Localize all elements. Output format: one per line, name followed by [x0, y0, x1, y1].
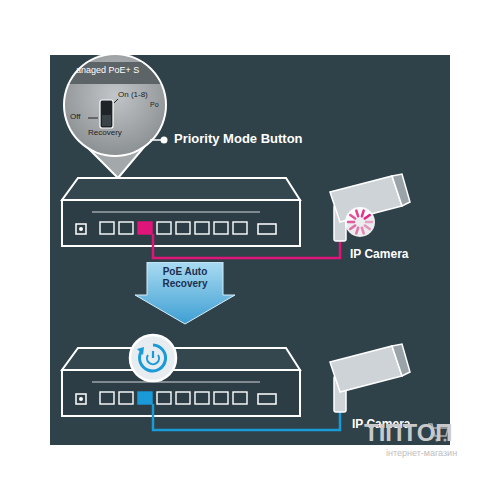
ethernet-port	[195, 222, 209, 234]
zoom-lens	[60, 53, 180, 157]
poe-switch	[62, 178, 300, 246]
ethernet-port	[176, 392, 190, 404]
spinner-dash	[365, 226, 370, 230]
switch-position-label: Recovery	[88, 129, 122, 138]
ip-camera-recovered	[330, 344, 410, 412]
spinner-dash	[350, 215, 355, 219]
leader-line	[150, 139, 162, 141]
watermark: ТІПТОП	[364, 420, 453, 446]
ethernet-port	[100, 392, 114, 404]
spinner-dash	[348, 221, 354, 224]
arrow-label: PoE Auto Recovery	[135, 262, 235, 289]
ethernet-port	[233, 222, 247, 234]
ethernet-port	[214, 392, 228, 404]
ethernet-port	[119, 222, 133, 234]
ethernet-port	[233, 392, 247, 404]
ethernet-port	[176, 222, 190, 234]
leader-dot	[161, 137, 168, 144]
switch-position-label: On (1-8)	[118, 91, 148, 100]
background-panel	[50, 55, 450, 445]
recovery-icon	[130, 335, 176, 381]
spinner-dash	[356, 211, 358, 217]
ip-camera-fault	[330, 174, 410, 241]
spinner-dash	[350, 226, 355, 230]
spinner-dash	[356, 228, 358, 234]
watermark: інтернет-магазин	[386, 449, 457, 459]
switch-position-label: Po	[150, 101, 159, 109]
ethernet-port	[157, 222, 171, 234]
callout-label: Priority Mode Button	[174, 132, 303, 146]
ethernet-port	[138, 222, 152, 234]
switch-model-text: anaged PoE+ S	[76, 66, 139, 76]
spinner-dash	[362, 228, 364, 234]
spinner-dash	[366, 221, 372, 224]
ethernet-port	[138, 392, 152, 404]
ethernet-port	[195, 392, 209, 404]
ethernet-port	[100, 222, 114, 234]
switch-position-label: Off	[70, 113, 81, 122]
ethernet-port	[214, 222, 228, 234]
poe-switch	[62, 348, 300, 416]
recovery-arrow: PoE Auto Recovery	[135, 262, 235, 325]
priority-switch	[100, 100, 113, 128]
spinner-dash	[362, 211, 364, 217]
spinner-dash	[365, 215, 370, 219]
magenta-cable	[153, 234, 340, 258]
ethernet-port	[157, 392, 171, 404]
device-label: IP Camera	[350, 248, 408, 261]
ethernet-port	[119, 392, 133, 404]
blue-cable	[153, 404, 340, 430]
